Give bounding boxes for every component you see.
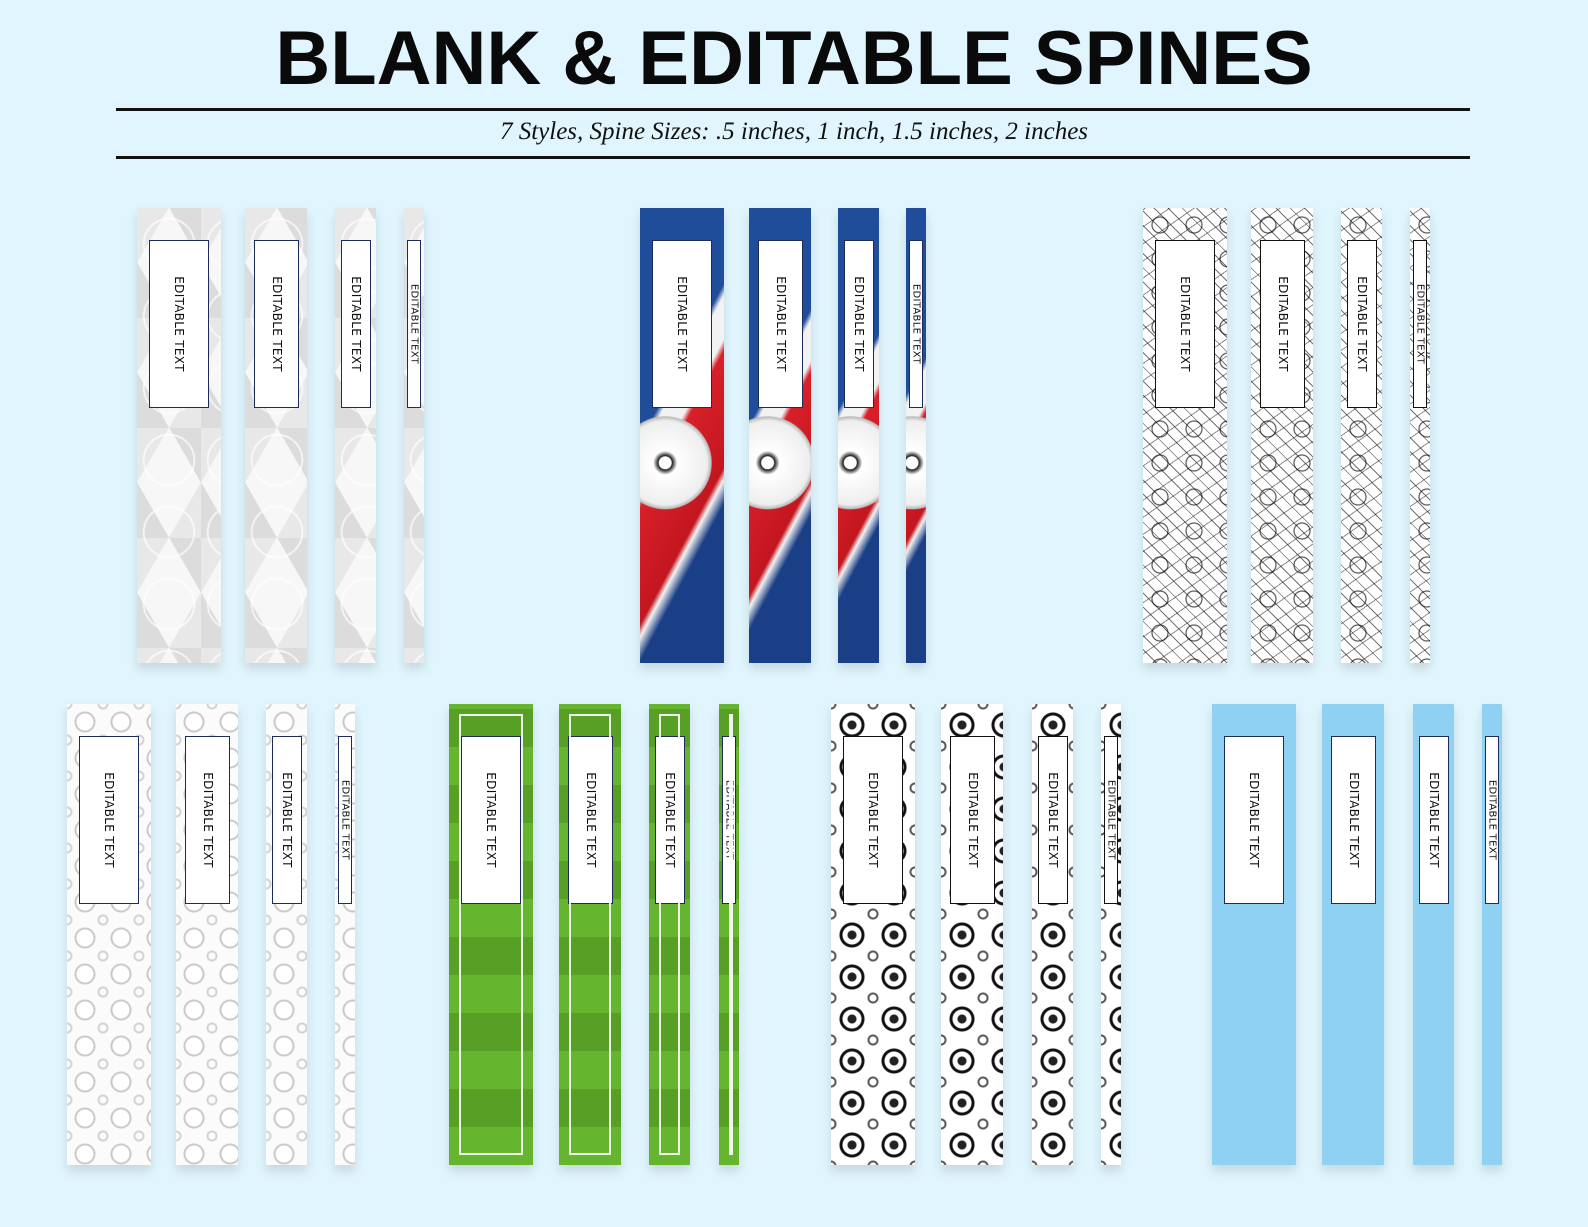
page-subtitle: 7 Styles, Spine Sizes: .5 inches, 1 inch… xyxy=(499,118,1089,145)
spine-plain-sky-blue-2in: EDITABLE TEXT xyxy=(1212,704,1296,1165)
spine-light-gray-balls-1in: EDITABLE TEXT xyxy=(266,704,307,1165)
spine-label-box[interactable]: EDITABLE TEXT xyxy=(338,736,352,904)
spine-label-box[interactable]: EDITABLE TEXT xyxy=(1038,736,1068,904)
spine-plain-sky-blue-1-5in: EDITABLE TEXT xyxy=(1322,704,1384,1165)
spine-label-text[interactable]: EDITABLE TEXT xyxy=(349,276,363,372)
spine-label-text[interactable]: EDITABLE TEXT xyxy=(583,772,598,868)
spine-label-text[interactable]: EDITABLE TEXT xyxy=(663,772,677,868)
spine-label-box[interactable]: EDITABLE TEXT xyxy=(844,240,874,408)
spine-soccer-field-1in: EDITABLE TEXT xyxy=(649,704,690,1165)
spine-label-text[interactable]: EDITABLE TEXT xyxy=(910,283,922,365)
spine-flag-soccer-ball-2in: EDITABLE TEXT xyxy=(640,208,724,663)
spine-label-box[interactable]: EDITABLE TEXT xyxy=(655,736,685,904)
spine-light-gray-balls-0-5in: EDITABLE TEXT xyxy=(335,704,355,1165)
spine-soccer-field-2in: EDITABLE TEXT xyxy=(449,704,533,1165)
spine-hexagon-gray-0-5in: EDITABLE TEXT xyxy=(404,208,424,663)
spine-label-text[interactable]: EDITABLE TEXT xyxy=(339,779,351,861)
spine-label-text[interactable]: EDITABLE TEXT xyxy=(408,283,420,365)
spine-black-white-balls-1in: EDITABLE TEXT xyxy=(1032,704,1073,1165)
spine-label-box[interactable]: EDITABLE TEXT xyxy=(272,736,302,904)
spine-soccer-doodles-2in: EDITABLE TEXT xyxy=(1143,208,1227,663)
spine-label-box[interactable]: EDITABLE TEXT xyxy=(1485,736,1499,904)
spine-label-box[interactable]: EDITABLE TEXT xyxy=(341,240,371,408)
spine-label-box[interactable]: EDITABLE TEXT xyxy=(254,240,299,408)
spine-label-box[interactable]: EDITABLE TEXT xyxy=(568,736,613,904)
spine-label-box[interactable]: EDITABLE TEXT xyxy=(1155,240,1215,408)
spine-label-text[interactable]: EDITABLE TEXT xyxy=(675,276,689,372)
spine-label-text[interactable]: EDITABLE TEXT xyxy=(1247,772,1261,868)
spine-soccer-doodles-1-5in: EDITABLE TEXT xyxy=(1251,208,1313,663)
spine-label-box[interactable]: EDITABLE TEXT xyxy=(950,736,995,904)
spine-plain-sky-blue-1in: EDITABLE TEXT xyxy=(1413,704,1454,1165)
spine-label-text[interactable]: EDITABLE TEXT xyxy=(1486,779,1498,861)
spine-black-white-balls-2in: EDITABLE TEXT xyxy=(831,704,915,1165)
top-rule xyxy=(116,108,1470,111)
spine-label-text[interactable]: EDITABLE TEXT xyxy=(1046,772,1060,868)
spine-soccer-field-1-5in: EDITABLE TEXT xyxy=(559,704,621,1165)
spine-light-gray-balls-1-5in: EDITABLE TEXT xyxy=(176,704,238,1165)
spine-label-box[interactable]: EDITABLE TEXT xyxy=(652,240,712,408)
spine-label-text[interactable]: EDITABLE TEXT xyxy=(1355,276,1369,372)
spine-soccer-field-0-5in: EDITABLE TEXT xyxy=(719,704,739,1165)
spine-label-text[interactable]: EDITABLE TEXT xyxy=(200,772,215,868)
spine-label-box[interactable]: EDITABLE TEXT xyxy=(843,736,903,904)
spine-label-text[interactable]: EDITABLE TEXT xyxy=(102,772,116,868)
spine-label-box[interactable]: EDITABLE TEXT xyxy=(1331,736,1376,904)
spine-label-text[interactable]: EDITABLE TEXT xyxy=(1275,276,1290,372)
spine-label-box[interactable]: EDITABLE TEXT xyxy=(461,736,521,904)
spine-label-box[interactable]: EDITABLE TEXT xyxy=(1419,736,1449,904)
spine-label-box[interactable]: EDITABLE TEXT xyxy=(1260,240,1305,408)
spine-hexagon-gray-1in: EDITABLE TEXT xyxy=(335,208,376,663)
spine-label-box[interactable]: EDITABLE TEXT xyxy=(758,240,803,408)
bottom-rule xyxy=(116,156,1470,159)
spine-label-text[interactable]: EDITABLE TEXT xyxy=(280,772,294,868)
page-title: BLANK & EDITABLE SPINES xyxy=(275,16,1313,101)
spine-flag-soccer-ball-0-5in: EDITABLE TEXT xyxy=(906,208,926,663)
spine-label-text[interactable]: EDITABLE TEXT xyxy=(965,772,980,868)
spine-flag-soccer-ball-1-5in: EDITABLE TEXT xyxy=(749,208,811,663)
spine-label-box[interactable]: EDITABLE TEXT xyxy=(149,240,209,408)
spine-label-text[interactable]: EDITABLE TEXT xyxy=(1178,276,1192,372)
spine-label-box[interactable]: EDITABLE TEXT xyxy=(1104,736,1118,904)
spine-soccer-doodles-1in: EDITABLE TEXT xyxy=(1341,208,1382,663)
spine-label-text[interactable]: EDITABLE TEXT xyxy=(1414,283,1426,365)
spine-flag-soccer-ball-1in: EDITABLE TEXT xyxy=(838,208,879,663)
spine-label-text[interactable]: EDITABLE TEXT xyxy=(172,276,186,372)
spine-label-text[interactable]: EDITABLE TEXT xyxy=(1105,779,1117,861)
spine-soccer-doodles-0-5in: EDITABLE TEXT xyxy=(1410,208,1430,663)
spine-label-box[interactable]: EDITABLE TEXT xyxy=(1224,736,1284,904)
spine-label-box[interactable]: EDITABLE TEXT xyxy=(1413,240,1427,408)
spine-black-white-balls-1-5in: EDITABLE TEXT xyxy=(941,704,1003,1165)
spine-hexagon-gray-1-5in: EDITABLE TEXT xyxy=(245,208,307,663)
spine-label-text[interactable]: EDITABLE TEXT xyxy=(484,772,498,868)
spine-label-text[interactable]: EDITABLE TEXT xyxy=(1346,772,1361,868)
spine-label-box[interactable]: EDITABLE TEXT xyxy=(1347,240,1377,408)
spine-black-white-balls-0-5in: EDITABLE TEXT xyxy=(1101,704,1121,1165)
spine-label-text[interactable]: EDITABLE TEXT xyxy=(866,772,880,868)
spine-label-text[interactable]: EDITABLE TEXT xyxy=(723,779,735,861)
spine-label-text[interactable]: EDITABLE TEXT xyxy=(773,276,788,372)
spine-hexagon-gray-2in: EDITABLE TEXT xyxy=(137,208,221,663)
spine-label-box[interactable]: EDITABLE TEXT xyxy=(79,736,139,904)
spine-label-box[interactable]: EDITABLE TEXT xyxy=(185,736,230,904)
spine-plain-sky-blue-0-5in: EDITABLE TEXT xyxy=(1482,704,1502,1165)
spine-light-gray-balls-2in: EDITABLE TEXT xyxy=(67,704,151,1165)
spine-label-box[interactable]: EDITABLE TEXT xyxy=(722,736,736,904)
spine-label-box[interactable]: EDITABLE TEXT xyxy=(407,240,421,408)
spine-label-text[interactable]: EDITABLE TEXT xyxy=(852,276,866,372)
spine-label-text[interactable]: EDITABLE TEXT xyxy=(269,276,284,372)
spine-label-text[interactable]: EDITABLE TEXT xyxy=(1427,772,1441,868)
spine-label-box[interactable]: EDITABLE TEXT xyxy=(909,240,923,408)
